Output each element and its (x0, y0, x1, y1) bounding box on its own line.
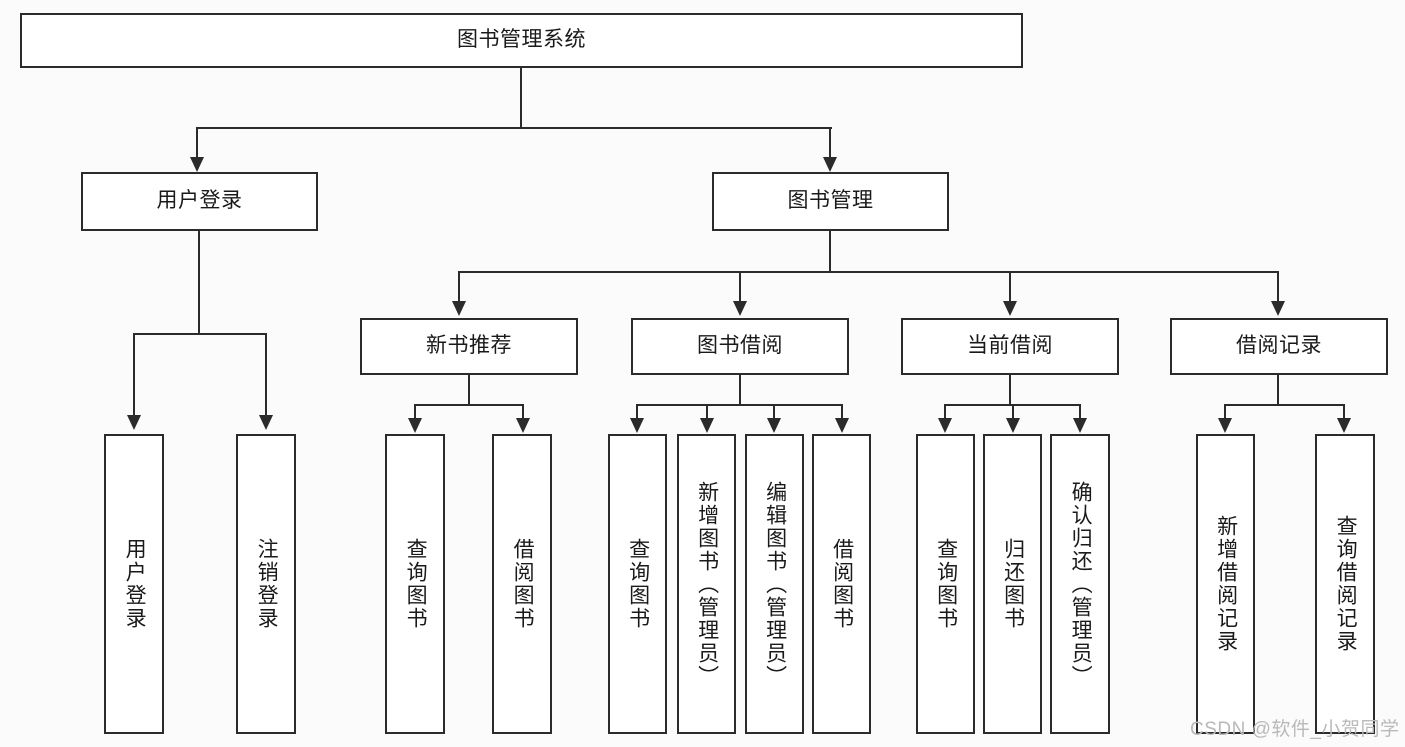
node-label: 查询借阅记录 (1334, 515, 1358, 653)
arrow-to-borrowrecord-leaf-2 (1337, 418, 1351, 433)
node-label: 确认归还（管理员） (1069, 480, 1093, 688)
arrow-to-bookborrow-leaf-3 (767, 418, 781, 433)
node-borrow-record[interactable]: 借阅记录 (1170, 318, 1388, 375)
node-label: 用户登录 (123, 538, 147, 630)
connector-bookmgmt-drop-4 (1277, 271, 1279, 303)
connector-userlogin-bar (133, 333, 266, 335)
node-label: 图书管理系统 (457, 28, 586, 52)
arrow-to-currentborrow-leaf-1 (938, 418, 952, 433)
leaf-user-login[interactable]: 用户登录 (104, 434, 164, 734)
node-label: 查询图书 (626, 538, 650, 630)
leaf-bookborrow-add-book-admin[interactable]: 新增图书（管理员） (677, 434, 736, 734)
connector-bookmgmt-drop-2 (739, 271, 741, 303)
leaf-bookborrow-edit-book-admin[interactable]: 编辑图书（管理员） (745, 434, 804, 734)
arrow-to-logout-leaf (259, 415, 273, 430)
connector-bookborrow-drop-4 (841, 404, 843, 420)
node-label: 查询图书 (934, 538, 958, 630)
node-label: 当前借阅 (967, 334, 1053, 358)
connector-newbook-drop-2 (522, 404, 524, 420)
connector-bookborrow-stem (739, 375, 741, 405)
node-label: 借阅图书 (511, 538, 535, 630)
leaf-logout[interactable]: 注销登录 (236, 434, 296, 734)
node-label: 注销登录 (255, 538, 279, 630)
arrow-to-bookborrow-leaf-4 (835, 418, 849, 433)
arrow-to-new-book-recommend (452, 301, 466, 316)
node-label: 编辑图书（管理员） (763, 480, 787, 688)
arrow-to-currentborrow-leaf-2 (1006, 418, 1020, 433)
arrow-to-currentborrow-leaf-3 (1073, 418, 1087, 433)
node-label: 归还图书 (1001, 538, 1025, 630)
connector-borrowrecord-drop-2 (1343, 404, 1345, 420)
connector-bookborrow-drop-1 (636, 404, 638, 420)
connector-bookmgmt-drop-3 (1009, 271, 1011, 303)
arrow-to-user-login-leaf (127, 415, 141, 430)
connector-bookborrow-drop-3 (773, 404, 775, 420)
node-label: 查询图书 (404, 538, 428, 630)
arrow-to-bookborrow-leaf-1 (630, 418, 644, 433)
node-label: 图书管理 (787, 189, 874, 213)
node-book-management[interactable]: 图书管理 (712, 172, 949, 231)
connector-newbook-bar (414, 404, 524, 406)
node-new-book-recommend[interactable]: 新书推荐 (360, 318, 578, 375)
connector-bookmgmt-bar (458, 271, 1279, 273)
connector-newbook-stem (468, 375, 470, 405)
node-label: 图书借阅 (697, 334, 783, 358)
connector-borrowrecord-stem (1277, 375, 1279, 405)
arrow-to-newbook-leaf-1 (408, 418, 422, 433)
connector-currentborrow-drop-3 (1079, 404, 1081, 420)
leaf-newbook-borrow-books[interactable]: 借阅图书 (492, 434, 552, 734)
connector-userlogin-drop-1 (133, 333, 135, 417)
connector-root-drop-left (196, 127, 198, 159)
node-user-login[interactable]: 用户登录 (81, 172, 318, 231)
connector-borrowrecord-drop-1 (1224, 404, 1226, 420)
leaf-borrowrecord-add-record[interactable]: 新增借阅记录 (1196, 434, 1255, 734)
connector-userlogin-drop-2 (265, 333, 267, 417)
node-label: 借阅图书 (830, 538, 854, 630)
arrow-to-book-borrow (733, 301, 747, 316)
leaf-borrowrecord-query-record[interactable]: 查询借阅记录 (1315, 434, 1375, 734)
leaf-bookborrow-query-books[interactable]: 查询图书 (608, 434, 667, 734)
watermark-text: CSDN @软件_小贺同学 (1190, 719, 1400, 740)
connector-userlogin-stem (198, 231, 200, 334)
connector-borrowrecord-bar (1224, 404, 1345, 406)
arrow-to-borrow-record (1271, 301, 1285, 316)
node-book-borrow[interactable]: 图书借阅 (631, 318, 849, 375)
leaf-currentborrow-query-books[interactable]: 查询图书 (916, 434, 975, 734)
arrow-to-current-borrow (1003, 301, 1017, 316)
node-current-borrow[interactable]: 当前借阅 (901, 318, 1119, 375)
connector-newbook-drop-1 (414, 404, 416, 420)
connector-root-bar (196, 127, 832, 129)
arrow-to-borrowrecord-leaf-1 (1218, 418, 1232, 433)
node-label: 借阅记录 (1236, 334, 1322, 358)
leaf-currentborrow-confirm-return-admin[interactable]: 确认归还（管理员） (1050, 434, 1110, 734)
connector-currentborrow-drop-1 (944, 404, 946, 420)
connector-currentborrow-stem (1009, 375, 1011, 405)
connector-bookmgmt-stem (829, 231, 831, 272)
connector-bookborrow-bar (636, 404, 842, 406)
arrow-to-book-manage (823, 157, 837, 172)
connector-bookborrow-drop-2 (706, 404, 708, 420)
node-label: 新书推荐 (426, 334, 512, 358)
node-root-system[interactable]: 图书管理系统 (20, 13, 1023, 68)
arrow-to-bookborrow-leaf-2 (700, 418, 714, 433)
arrow-to-user-login (190, 157, 204, 172)
connector-currentborrow-drop-2 (1012, 404, 1014, 420)
node-label: 新增图书（管理员） (695, 480, 719, 688)
connector-bookmgmt-drop-1 (458, 271, 460, 303)
connector-root-stem (520, 68, 522, 128)
node-label: 用户登录 (156, 189, 243, 213)
node-label: 新增借阅记录 (1214, 515, 1238, 653)
leaf-bookborrow-borrow-books[interactable]: 借阅图书 (812, 434, 871, 734)
leaf-newbook-query-books[interactable]: 查询图书 (385, 434, 445, 734)
arrow-to-newbook-leaf-2 (516, 418, 530, 433)
leaf-currentborrow-return-books[interactable]: 归还图书 (983, 434, 1042, 734)
connector-root-drop-right (829, 127, 831, 159)
